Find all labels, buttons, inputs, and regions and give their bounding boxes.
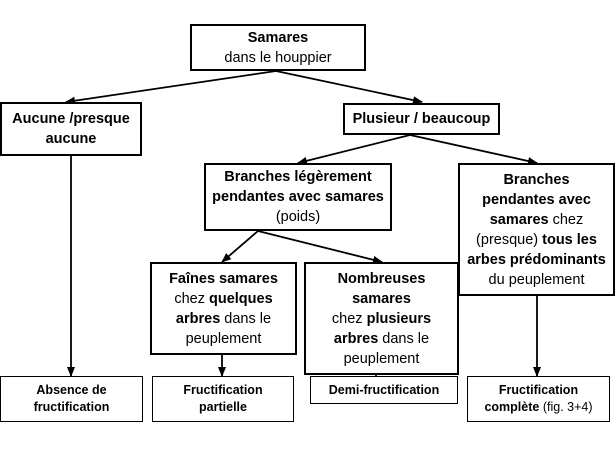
node-aucune: Aucune /presque aucune bbox=[0, 102, 142, 156]
edge-slight-numerous bbox=[257, 230, 383, 264]
edge-many-slight bbox=[297, 134, 411, 165]
node-plusieurs: Plusieur / beaucoup bbox=[343, 103, 500, 135]
edge-many-pendant bbox=[409, 134, 538, 165]
node-faines-quelques: Faînes samares chez quelques arbres dans… bbox=[150, 262, 297, 355]
node-demi-fructification: Demi-fructification bbox=[310, 376, 458, 404]
node-branches-legerement: Branches légèrement pendantes avec samar… bbox=[204, 163, 392, 231]
node-nombreuses-plusieurs: Nombreuses samares chez plusieurs arbres… bbox=[304, 262, 459, 375]
edge-slight-few bbox=[221, 230, 259, 263]
edge-root-none bbox=[65, 70, 277, 105]
node-fructification-partielle: Fructification partielle bbox=[152, 376, 294, 422]
node-branches-pendantes: Branches pendantes avec samares chez (pr… bbox=[458, 163, 615, 296]
node-fructification-complete: Fructification complète (fig. 3+4) bbox=[467, 376, 610, 422]
edge-root-many bbox=[275, 70, 423, 105]
node-samares-root: Samares dans le houppier bbox=[190, 24, 366, 71]
node-absence-fructification: Absence de fructification bbox=[0, 376, 143, 422]
